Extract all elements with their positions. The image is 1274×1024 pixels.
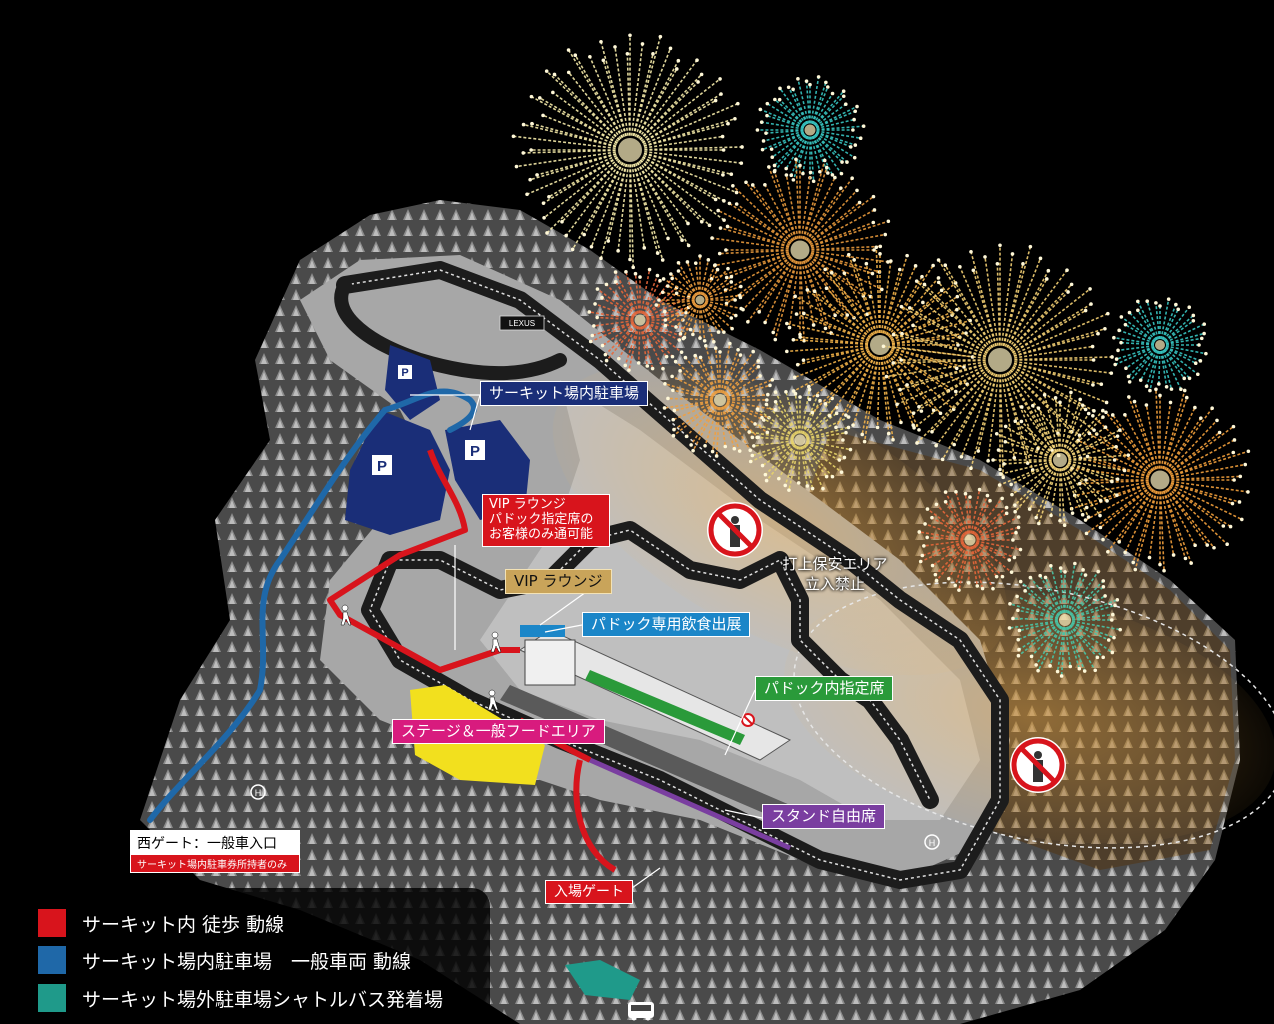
legend-item-walking: サーキット内 徒歩 動線 [38,908,284,938]
firework-burst [511,33,744,270]
legend-swatch-parking [38,946,66,974]
firework-burst [755,75,866,184]
grandstand [500,685,790,820]
legend-label-shuttle: サーキット場外駐車場シャトルバス発着場 [82,988,444,1011]
helipad-icon: H [250,784,266,800]
svg-text:P: P [401,367,408,379]
safety-zone-outline [793,581,1274,849]
bus-icon [628,1002,654,1021]
stand-label: スタンド自由席 [762,804,886,830]
safety-zone-text: 打上保安エリア 立入禁止 [782,555,888,593]
legend-label-walking: サーキット内 徒歩 動線 [82,913,285,936]
safety-zone-label: 打上保安エリア 立入禁止 [770,555,900,594]
firework-burst [881,243,1114,480]
firework-burst [917,487,1023,592]
svg-text:P: P [377,458,387,475]
parking-icon [398,365,412,379]
legend-item-shuttle: サーキット場外駐車場シャトルバス発着場 [38,983,443,1013]
pedestrian-icon [490,631,502,653]
lexus-sign [499,315,545,331]
firework-burst [1112,297,1208,393]
svg-text:H: H [255,788,262,798]
parking-icon [372,455,392,475]
west-gate-label: 西ゲート：一般車入口 サーキット場内駐車券所持者のみ [130,830,300,873]
vip-lounge-label: VIP ラウンジ [505,569,612,595]
helipad-icon: H [924,834,940,850]
no-entry-icon [1010,737,1066,793]
vip-roof [520,625,565,637]
fireworks-layer [511,33,1251,678]
stand-line [588,757,792,851]
firework-burst [587,267,693,372]
pedestrian-icon [487,689,499,711]
firework-burst [1007,561,1123,678]
walking-route-entrance [573,759,617,873]
paddock-food-label: パドック専用飲食出展 [582,612,751,638]
pedestrian-icon [340,604,352,626]
legend-swatch-walking [38,909,66,937]
legend: サーキット内 徒歩 動線 サーキット場内駐車場 一般車両 動線 サーキット場外駐… [0,888,490,1024]
legend-swatch-shuttle [38,984,66,1012]
no-entry-icon [707,502,763,558]
parking-icon [465,440,485,460]
paddock-seat-label: パドック内指定席 [755,676,894,702]
firework-burst [991,390,1131,528]
control-tower [524,639,576,686]
safety-zone-glow-2 [784,586,1274,844]
firework-burst [662,341,778,458]
paddock-seat-area [585,670,745,745]
legend-item-parking: サーキット場内駐車場 一般車両 動線 [38,945,411,975]
firework-burst [785,245,975,444]
no-entry-icon-small [741,713,755,727]
stage-food-label: ステージ＆一般フードエリア [392,719,605,745]
firework-burst [654,254,743,344]
svg-text:P: P [470,443,480,460]
parking-area-west [345,410,450,535]
circuit-parking-label: サーキット場内駐車場 [480,381,649,407]
parking-area-north [385,345,440,420]
shuttle-area [565,960,640,1000]
svg-text:H: H [929,838,936,848]
vip-access-label: VIP ラウンジ パドック指定席の お客様のみ通可能 [482,494,610,547]
svg-text:LEXUS: LEXUS [509,319,535,328]
entrance-gate-label: 入場ゲート [545,880,633,905]
west-gate-title: 西ゲート：一般車入口 [137,836,277,852]
parking-route [147,388,477,823]
walking-route-main [327,449,501,673]
vip-access-text: VIP ラウンジ パドック指定席の お客様のみ通可能 [489,497,594,542]
legend-label-parking: サーキット場内駐車場 一般車両 動線 [82,950,412,973]
west-gate-note: サーキット場内駐車券所持者のみ [131,855,299,872]
firework-burst [747,387,853,492]
firework-burst [1069,387,1251,573]
